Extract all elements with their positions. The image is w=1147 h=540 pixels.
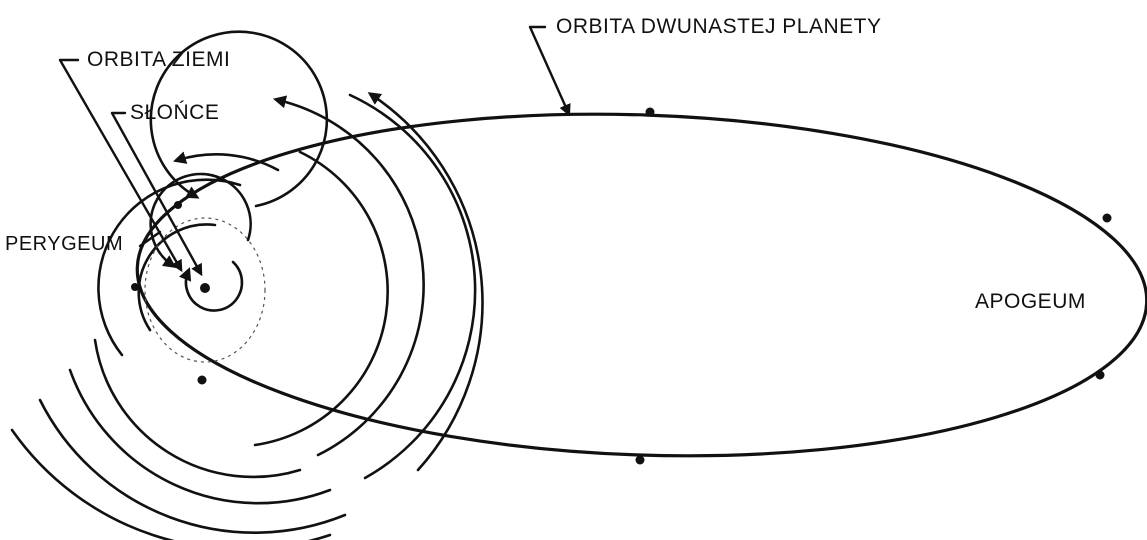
concentric-rings xyxy=(12,32,482,540)
ring-arc xyxy=(186,262,242,311)
ring-arc xyxy=(255,152,388,445)
ring-arc xyxy=(12,430,330,540)
sun-label: SŁOŃCE xyxy=(130,101,219,124)
sun-dot xyxy=(200,283,210,293)
ring-arc xyxy=(95,340,300,477)
twelfth-planet-orbit-label: ORBITA DWUNASTEJ PLANETY xyxy=(556,15,882,38)
twelfth-planet-orbit xyxy=(131,97,1147,472)
orbit-marker xyxy=(646,108,655,117)
orbit-marker xyxy=(198,376,207,385)
orbit-marker xyxy=(1096,371,1105,380)
orbit-marker xyxy=(636,456,645,465)
earth-orbit-label: ORBITA ZIEMI xyxy=(87,48,230,71)
orbit-marker xyxy=(174,201,182,209)
apogee-label: APOGEUM xyxy=(975,290,1086,313)
perigee-label: PERYGEUM xyxy=(5,233,123,255)
twelfth-orbit-leader xyxy=(530,27,568,112)
ring-arc xyxy=(178,154,278,170)
orbit-marker xyxy=(1103,214,1112,223)
